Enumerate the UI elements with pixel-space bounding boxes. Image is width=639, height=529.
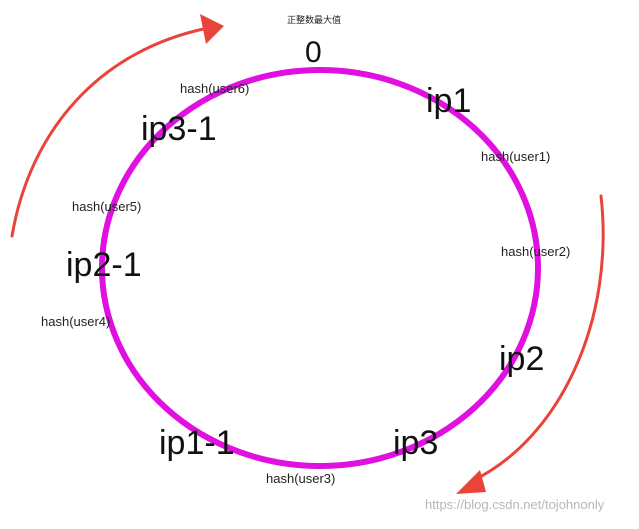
- node-ip3: ip3: [393, 424, 439, 462]
- top-caption: 正整数最大值: [287, 15, 342, 25]
- arrowhead-bottom-right: [456, 470, 486, 494]
- node-ip2-1: ip2-1: [66, 246, 142, 284]
- node-ip3-1: ip3-1: [141, 110, 217, 148]
- node-ip1: ip1: [426, 82, 472, 120]
- hash-user4: hash(user4): [41, 314, 111, 329]
- zero-label: 0: [305, 36, 322, 69]
- node-ip1-1: ip1-1: [159, 424, 235, 462]
- node-ip2: ip2: [499, 340, 545, 378]
- hash-user5: hash(user5): [72, 199, 142, 214]
- hash-user3: hash(user3): [266, 471, 336, 486]
- hash-ring: [99, 67, 541, 469]
- watermark: https://blog.csdn.net/tojohnonly: [425, 497, 605, 512]
- clockwise-arrow-top-left: [10, 26, 210, 238]
- clockwise-arrow-bottom-right: [468, 194, 605, 484]
- arrowhead-top-left: [200, 14, 224, 44]
- hash-user1: hash(user1): [481, 149, 551, 164]
- hash-user2: hash(user2): [501, 244, 571, 259]
- hash-user6: hash(user6): [180, 81, 250, 96]
